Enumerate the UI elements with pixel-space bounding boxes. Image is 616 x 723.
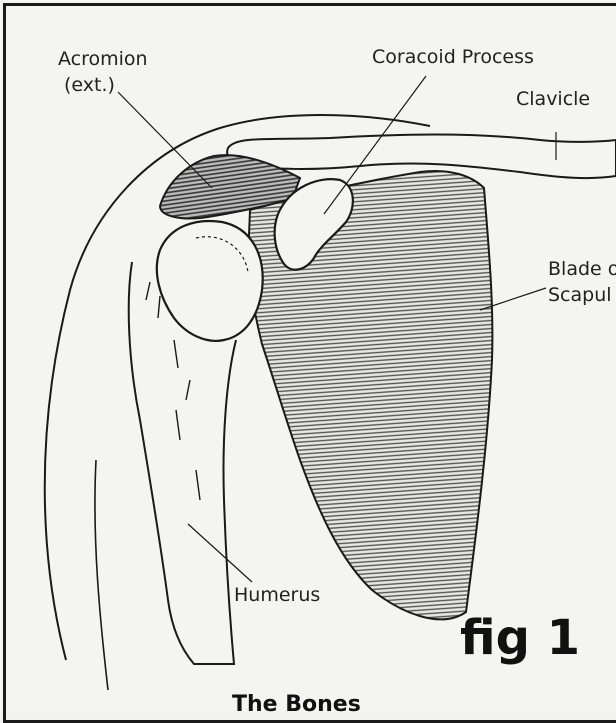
acromion-label: Acromion [58,48,148,70]
acromion-ext-label: (ext.) [64,74,115,96]
arm-skin-outline [43,114,431,661]
clavicle-bone [226,133,616,180]
coracoid-label: Coracoid Process [372,46,534,68]
arm-inner-outline [94,459,109,691]
figure-number: fig 1 [460,610,581,666]
humeral-head-rim [195,236,249,273]
blade-label-line1: Blade o [548,258,616,280]
clavicle-label: Clavicle [516,88,591,110]
humerus-label: Humerus [234,584,321,606]
humerus-detail-marks [145,281,201,501]
humerus-shaft [127,261,237,665]
blade-label-line2: Scapul [548,284,612,306]
figure-caption: The Bones [232,692,361,717]
leader-lines [117,75,557,583]
humeral-head [155,220,264,342]
scapula-blade [246,170,494,621]
